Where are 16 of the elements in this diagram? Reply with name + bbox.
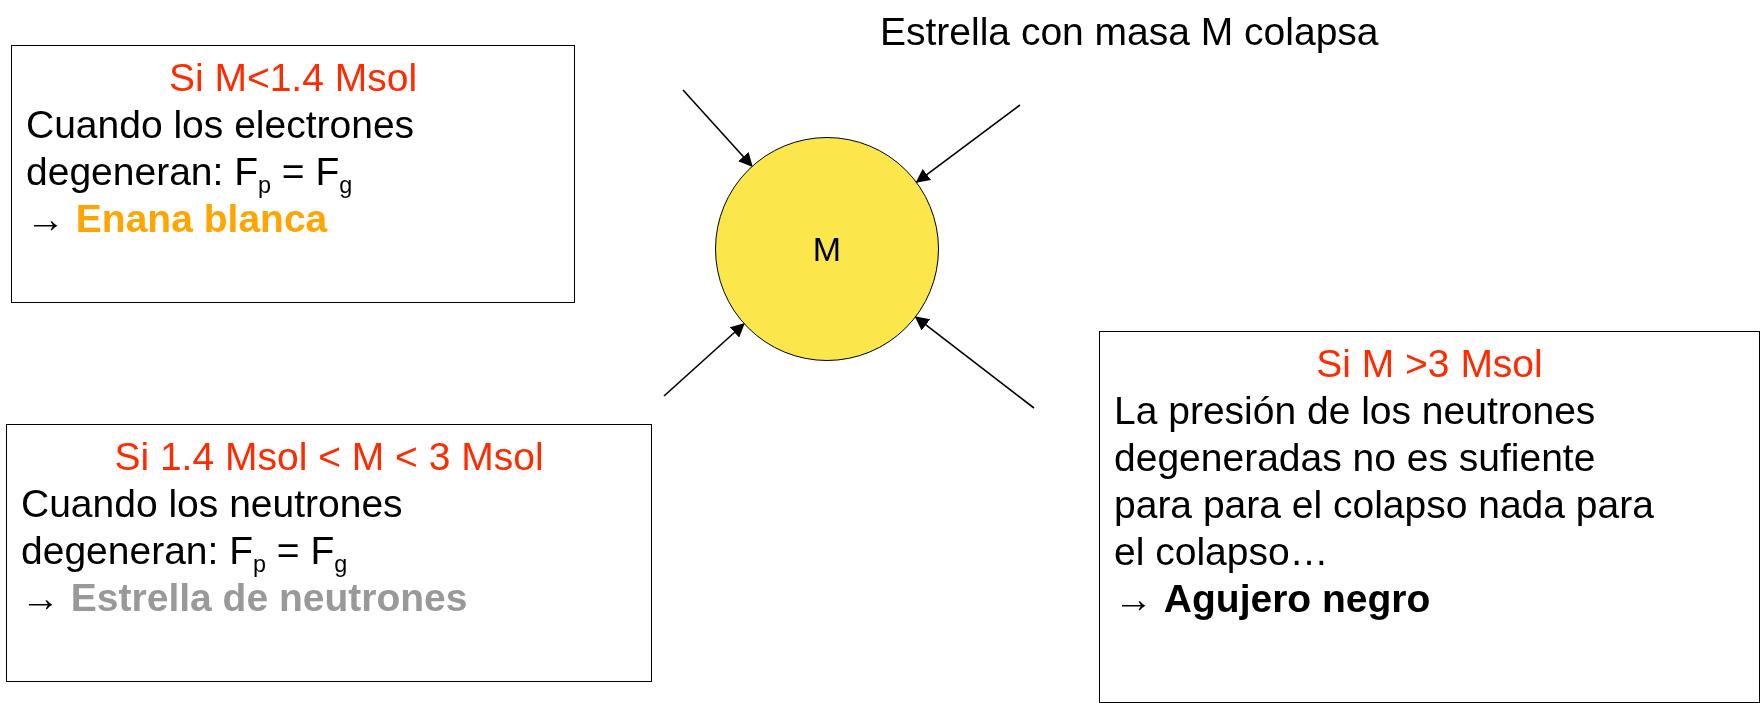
- arrow: [682, 89, 753, 167]
- text-box: [1099, 331, 1760, 703]
- result-text: → Enana blanca: [26, 197, 329, 242]
- condition-heading: Si 1.4 Msol < M < 3 Msol: [113, 434, 545, 480]
- condition-heading: Si M >3 Msol: [1315, 341, 1544, 387]
- mass-label: M: [812, 228, 842, 270]
- condition-heading: Si M<1.4 Msol: [167, 55, 419, 101]
- arrow: [663, 323, 745, 397]
- result-text: → Estrella de neutrones: [21, 576, 469, 621]
- arrow: [914, 316, 1035, 409]
- arrow: [915, 104, 1021, 183]
- diagram-heading: Estrella con masa M colapsa: [880, 10, 1379, 54]
- description-text: La presión de los neutrones degeneradas no es sufiente para para el colapso nada para el colapso…: [1114, 388, 1655, 575]
- text-box: [11, 45, 575, 303]
- result-text: → Agujero negro: [1114, 576, 1432, 622]
- text-box: [6, 424, 652, 682]
